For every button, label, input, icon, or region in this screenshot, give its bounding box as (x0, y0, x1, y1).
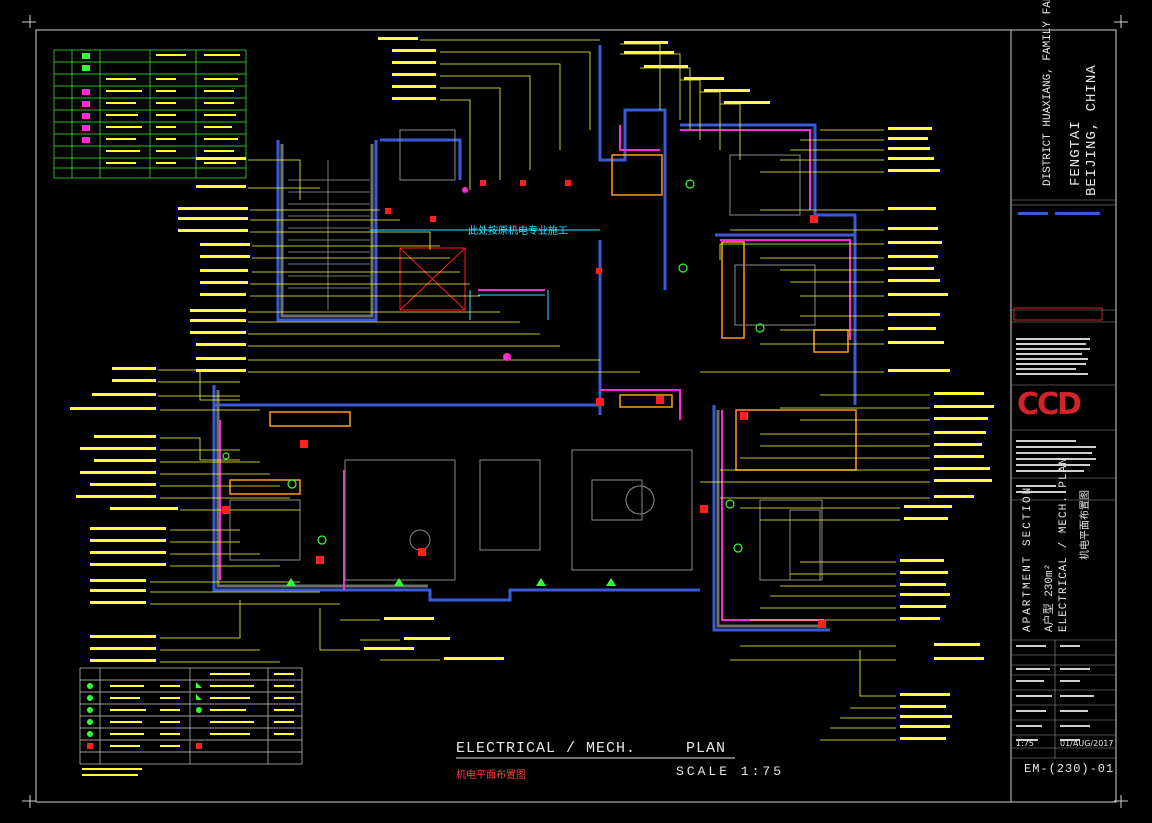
unit-type: A户型 230m² (1044, 563, 1056, 632)
drawing-date: 01/AUG/2017 (1060, 739, 1114, 748)
leader-lines-right (700, 129, 930, 741)
drawing-title-plan: PLAN (686, 740, 727, 757)
cross-corner-icon (22, 15, 1128, 808)
project-name: DISTRICT HUAXIANG, FAMILY FAN PROJECT (1042, 0, 1054, 186)
district-name: FENGTAI (1068, 120, 1084, 186)
drawing-title-cn: 机电平面布置图 (456, 770, 526, 781)
leader-lines-left (150, 39, 741, 663)
legend-table-bottom (79, 667, 303, 765)
exterior-walls (212, 45, 857, 632)
shaft-annotation: 此处按原机电专业施工 (468, 226, 568, 237)
section-name: APARTMENT SECTION (1022, 485, 1034, 632)
drawing-number: EM-(230)-01 (1024, 762, 1115, 776)
sheet-name: ELECTRICAL / MECH. PLAN (1058, 457, 1070, 632)
drawing-scale: SCALE 1:75 (676, 764, 785, 779)
scale-value: 1:75 (1016, 739, 1034, 748)
drawing-title-en: ELECTRICAL / MECH. (456, 740, 637, 757)
location-name: BEIJING, CHINA (1084, 64, 1100, 196)
ccd-logo-icon: CCD (1017, 387, 1082, 422)
sheet-name-cn: 机电平面布置图 (1080, 490, 1091, 560)
legend-table-top (53, 49, 247, 179)
